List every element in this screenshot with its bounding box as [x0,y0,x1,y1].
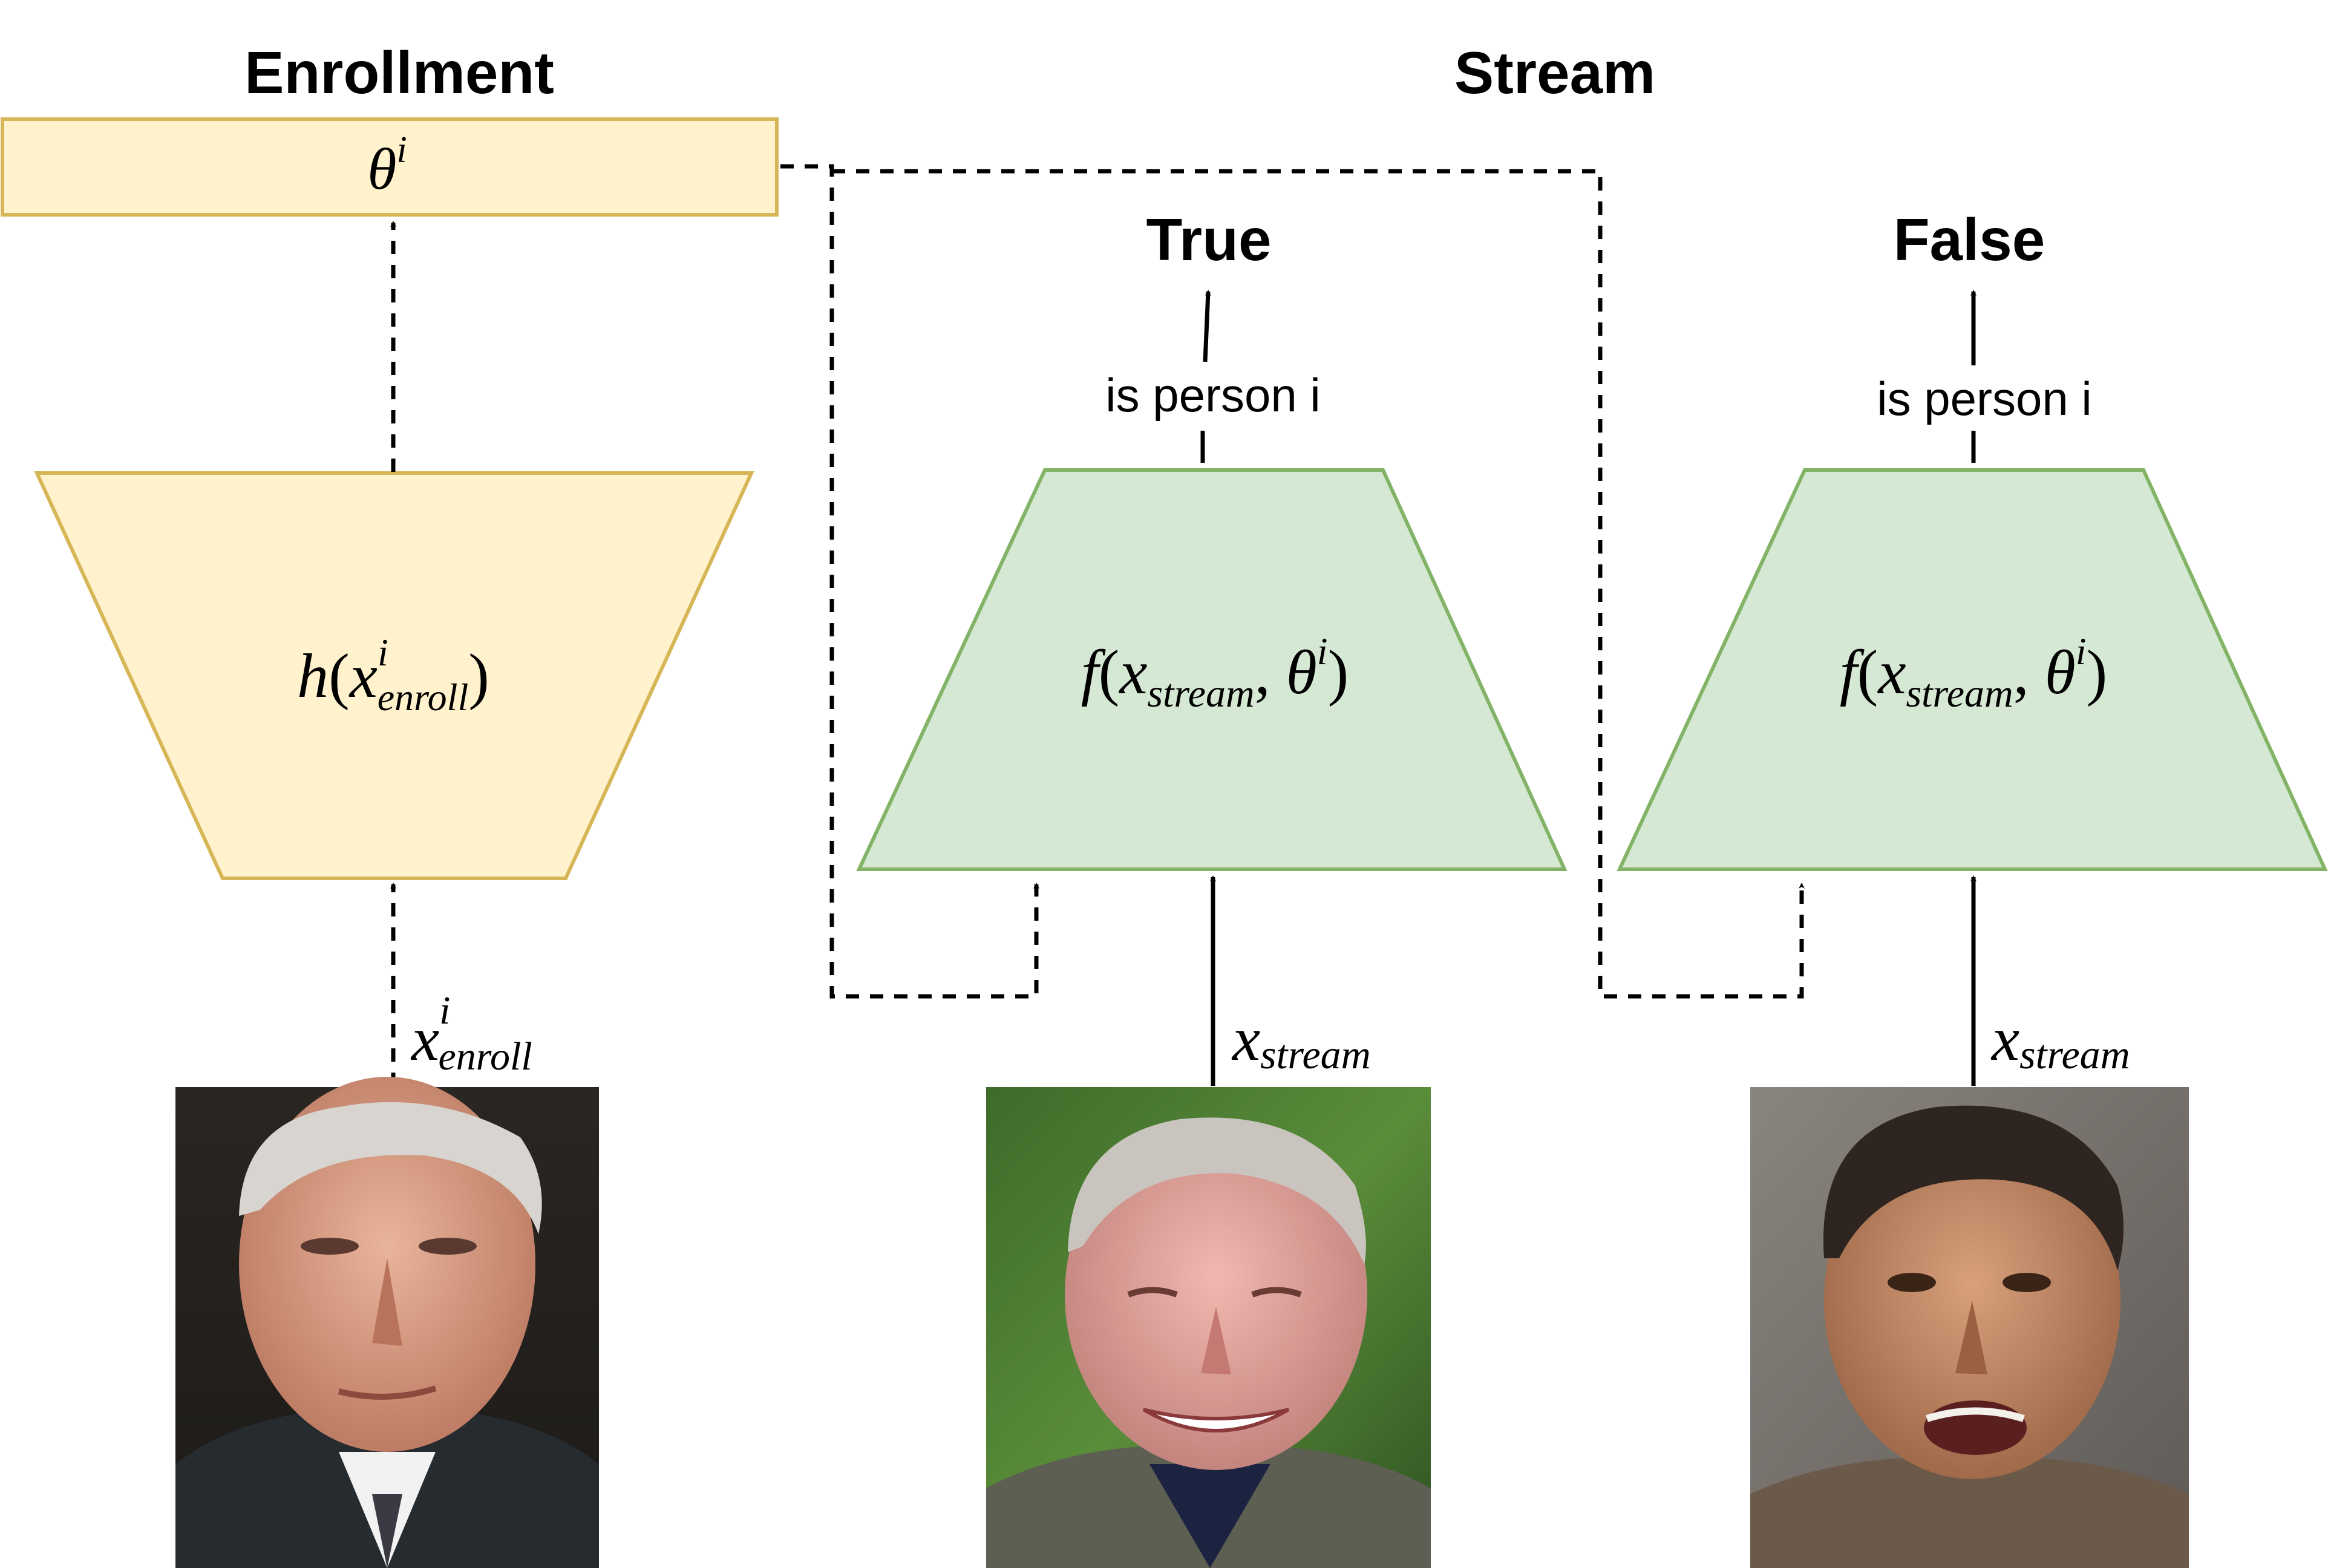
classifier-1-output: True [1146,206,1272,273]
classifier-1-label: f(xstream, θi) [1081,630,1349,716]
classifier-2-input-label: xstream [1990,1004,2130,1077]
heading-stream: Stream [1454,39,1655,106]
encoder-trapezoid [34,471,754,880]
theta-box [1,117,779,217]
classifier-2-label: f(xstream, θi) [1840,630,2107,716]
classifier-1-trapezoid [856,468,1568,871]
enrollment-face-photo-icon [175,1077,599,1568]
classifier-2-question: is person i [1877,372,2092,425]
heading-enrollment: Enrollment [244,39,554,106]
classifier-1-output-arrow [1203,290,1211,362]
theta-box-label: θi [367,129,407,202]
classifier-2-trapezoid [1617,468,2328,871]
stream-face-photo-nonmatch-icon [1750,1087,2189,1568]
theta-path-to-classifier-2 [832,169,1805,999]
classifier-1-input-label: xstream [1231,1004,1371,1077]
theta-path-to-classifier-1 [780,164,1039,999]
classifier-1-question: is person i [1105,368,1321,422]
classifier-2-output: False [1894,206,2045,273]
stream-face-photo-match-icon [986,1087,1431,1568]
